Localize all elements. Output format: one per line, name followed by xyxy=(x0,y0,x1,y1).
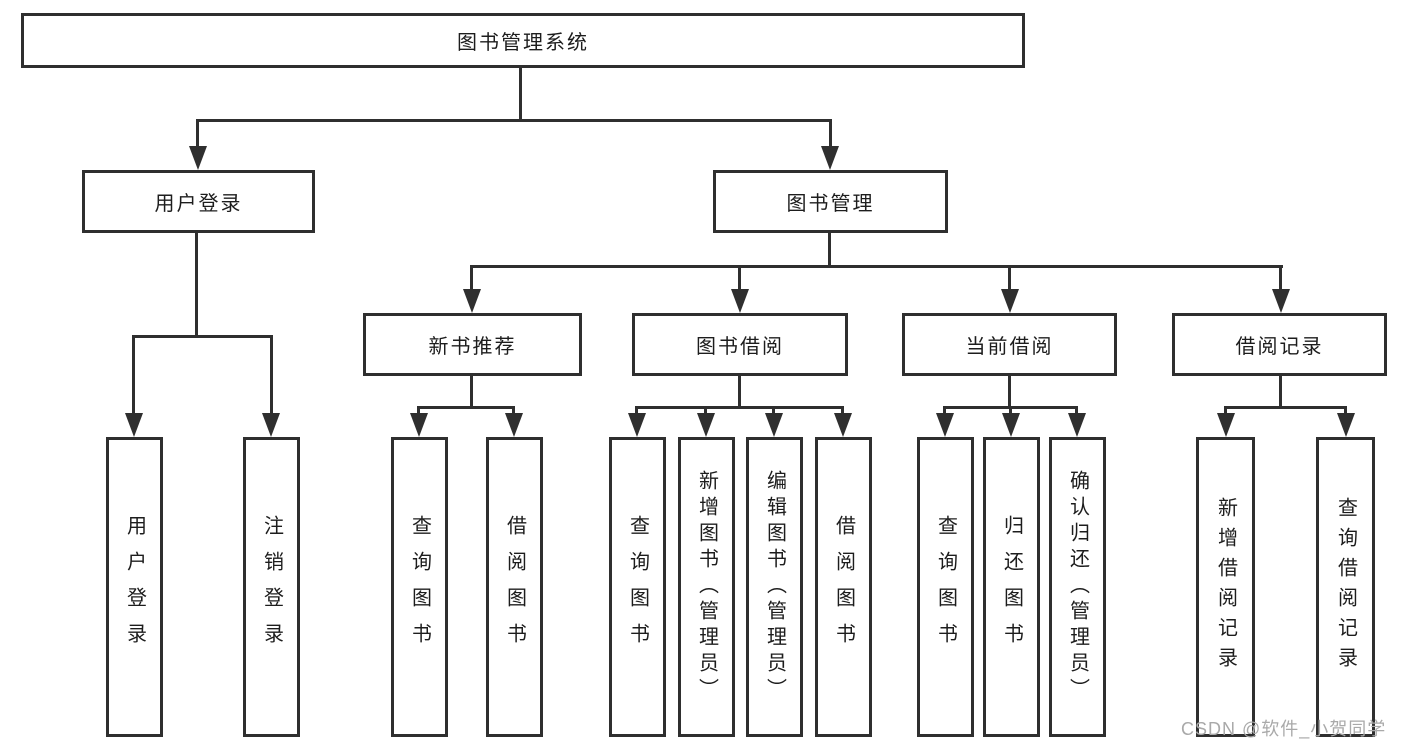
node-user-login: 用户登录 xyxy=(82,170,315,233)
connector-line xyxy=(470,265,473,292)
arrow-down-icon xyxy=(463,289,481,313)
connector-line xyxy=(772,406,775,416)
arrow-down-icon xyxy=(821,146,839,170)
leaf-label: 编辑图书（管理员） xyxy=(763,470,786,704)
leaf-query-books-borrow: 查询图书 xyxy=(609,437,666,737)
arrow-down-icon xyxy=(1217,413,1235,437)
connector-line xyxy=(829,119,832,149)
arrow-down-icon xyxy=(936,413,954,437)
leaf-query-borrow-record: 查询借阅记录 xyxy=(1316,437,1375,737)
connector-line xyxy=(470,374,473,408)
connector-line xyxy=(635,406,638,416)
leaf-label: 归还图书 xyxy=(1000,515,1023,659)
connector-line xyxy=(519,66,522,121)
connector-line xyxy=(1009,406,1012,416)
arrow-down-icon xyxy=(262,413,280,437)
leaf-label: 借阅图书 xyxy=(503,515,526,659)
connector-line xyxy=(132,335,135,416)
connector-line xyxy=(132,335,273,338)
connector-line xyxy=(841,406,844,416)
arrow-down-icon xyxy=(505,413,523,437)
leaf-borrow-books-recommend: 借阅图书 xyxy=(486,437,543,737)
connector-line xyxy=(1279,265,1282,292)
arrow-down-icon xyxy=(189,146,207,170)
leaf-label: 用户登录 xyxy=(123,515,146,659)
connector-line xyxy=(196,119,199,149)
connector-line xyxy=(417,406,420,416)
arrow-down-icon xyxy=(628,413,646,437)
arrow-down-icon xyxy=(834,413,852,437)
connector-line xyxy=(1344,406,1347,416)
node-new-book-recommend: 新书推荐 xyxy=(363,313,582,376)
arrow-down-icon xyxy=(410,413,428,437)
connector-line xyxy=(417,406,515,409)
connector-line xyxy=(470,265,1283,268)
leaf-label: 查询图书 xyxy=(626,515,649,659)
leaf-logout: 注销登录 xyxy=(243,437,300,737)
connector-line xyxy=(738,265,741,292)
node-book-borrow: 图书借阅 xyxy=(632,313,848,376)
connector-line xyxy=(1008,265,1011,292)
connector-line xyxy=(1279,374,1282,408)
node-book-management: 图书管理 xyxy=(713,170,948,233)
arrow-down-icon xyxy=(1002,413,1020,437)
arrow-down-icon xyxy=(1068,413,1086,437)
leaf-confirm-return-admin: 确认归还（管理员） xyxy=(1049,437,1106,737)
leaf-borrow-books: 借阅图书 xyxy=(815,437,872,737)
node-current-borrow: 当前借阅 xyxy=(902,313,1117,376)
leaf-return-books: 归还图书 xyxy=(983,437,1040,737)
watermark: CSDN @软件_小贺同学 xyxy=(1181,719,1387,739)
connector-line xyxy=(738,374,741,408)
arrow-down-icon xyxy=(697,413,715,437)
leaf-query-books-recommend: 查询图书 xyxy=(391,437,448,737)
leaf-label: 查询图书 xyxy=(408,515,431,659)
node-root: 图书管理系统 xyxy=(21,13,1025,68)
connector-line xyxy=(1224,406,1227,416)
node-borrow-records: 借阅记录 xyxy=(1172,313,1387,376)
connector-line xyxy=(1075,406,1078,416)
connector-line xyxy=(828,231,831,267)
leaf-label: 查询借阅记录 xyxy=(1334,497,1357,677)
connector-line xyxy=(270,335,273,416)
arrow-down-icon xyxy=(765,413,783,437)
leaf-add-borrow-record: 新增借阅记录 xyxy=(1196,437,1255,737)
leaf-label: 新增图书（管理员） xyxy=(695,470,718,704)
arrow-down-icon xyxy=(125,413,143,437)
connector-line xyxy=(635,406,844,409)
leaf-edit-book-admin: 编辑图书（管理员） xyxy=(746,437,803,737)
connector-line xyxy=(196,119,832,122)
connector-line xyxy=(943,406,946,416)
leaf-user-login: 用户登录 xyxy=(106,437,163,737)
arrow-down-icon xyxy=(731,289,749,313)
leaf-label: 查询图书 xyxy=(934,515,957,659)
arrow-down-icon xyxy=(1272,289,1290,313)
arrow-down-icon xyxy=(1001,289,1019,313)
connector-line xyxy=(512,406,515,416)
arrow-down-icon xyxy=(1337,413,1355,437)
connector-line xyxy=(704,406,707,416)
connector-line xyxy=(1008,374,1011,408)
leaf-label: 借阅图书 xyxy=(832,515,855,659)
connector-line xyxy=(1224,406,1347,409)
leaf-query-books-current: 查询图书 xyxy=(917,437,974,737)
leaf-label: 注销登录 xyxy=(260,515,283,659)
leaf-add-book-admin: 新增图书（管理员） xyxy=(678,437,735,737)
leaf-label: 确认归还（管理员） xyxy=(1066,470,1089,704)
leaf-label: 新增借阅记录 xyxy=(1214,497,1237,677)
connector-line xyxy=(195,231,198,337)
